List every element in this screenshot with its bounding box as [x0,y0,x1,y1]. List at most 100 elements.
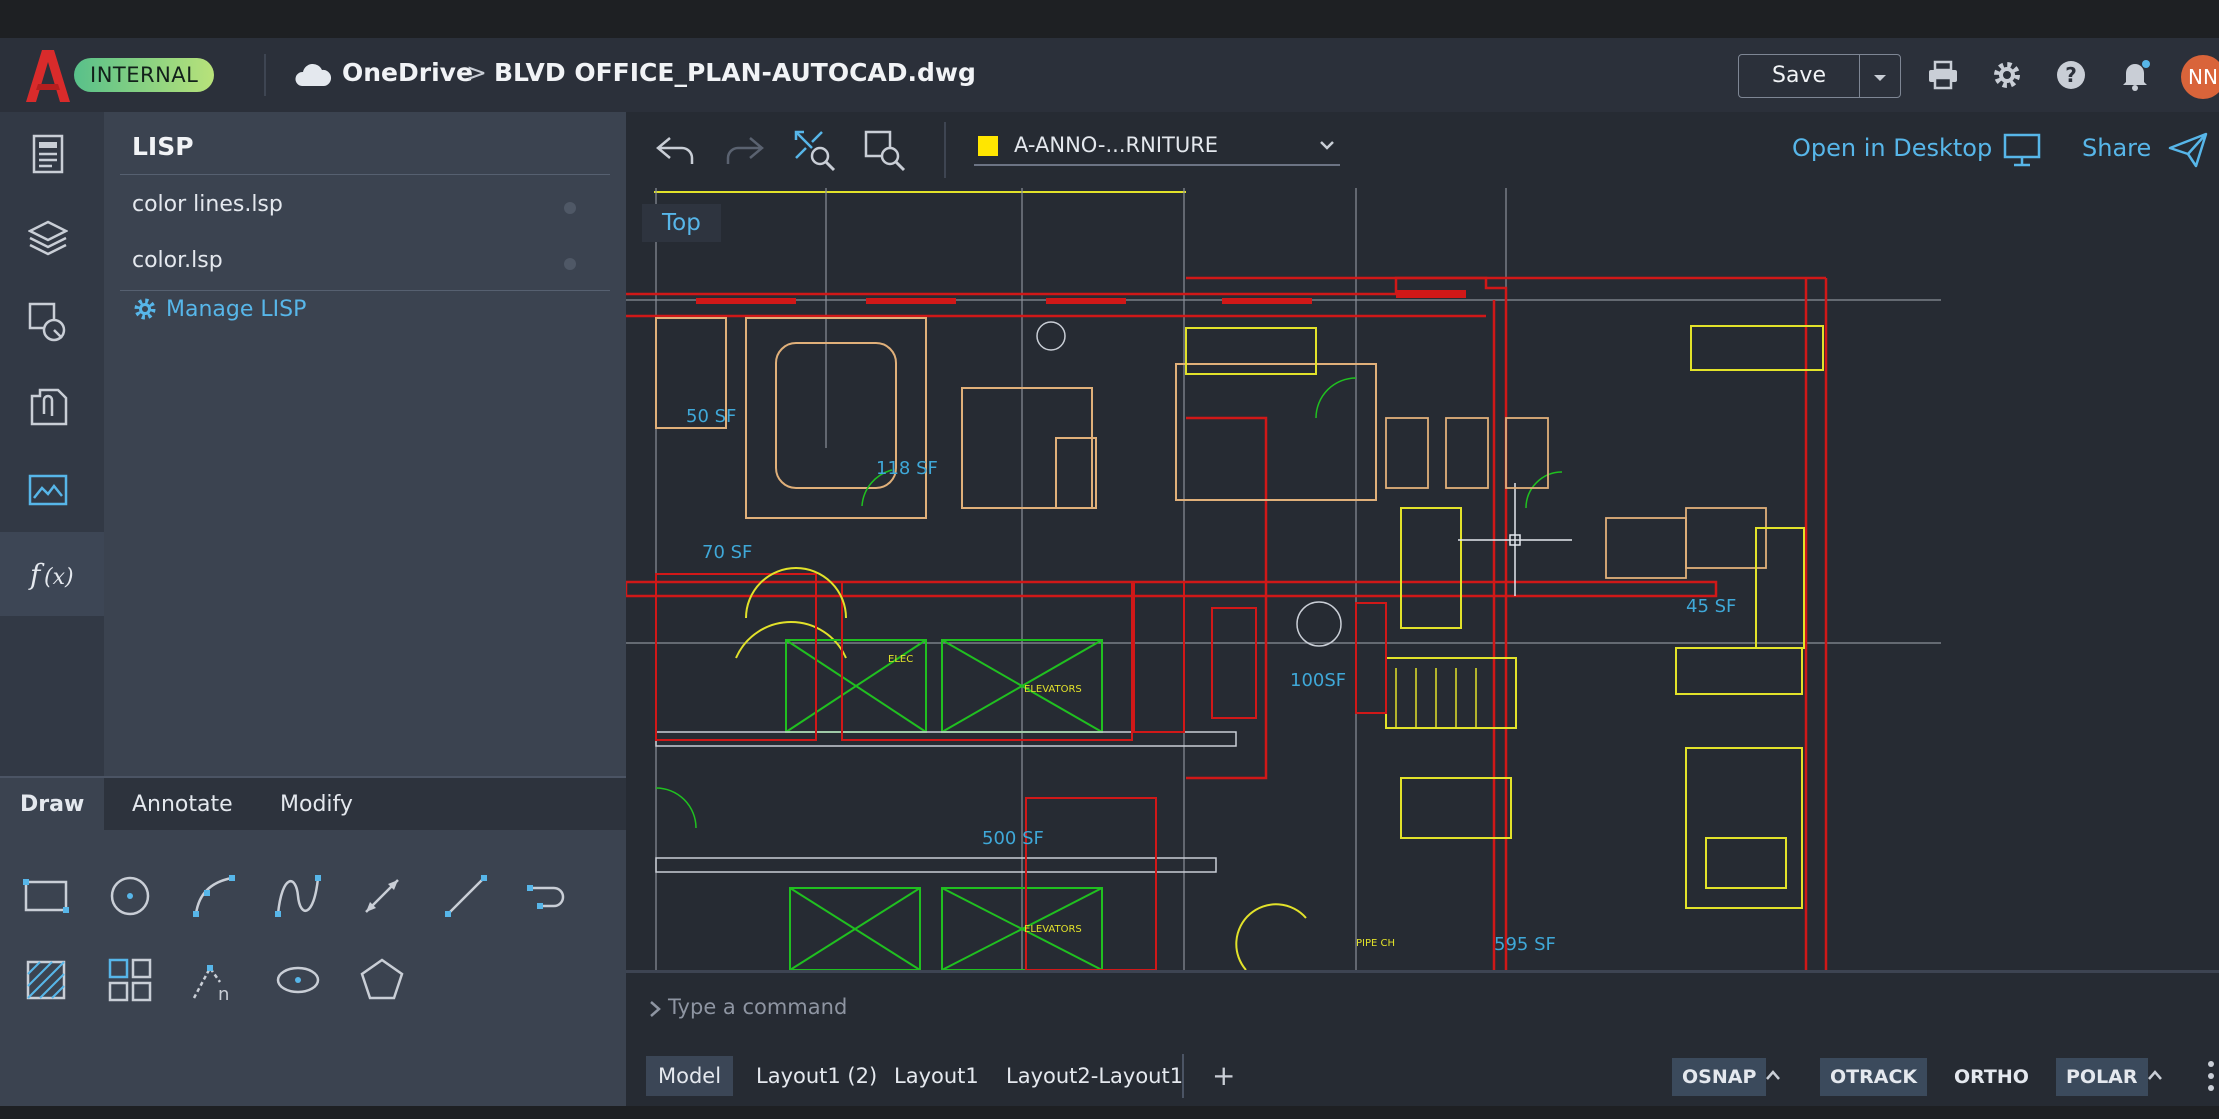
chevron-up-icon[interactable] [1764,1068,1782,1082]
undo-icon[interactable] [654,128,698,172]
otrack-toggle[interactable]: OTRACK [1820,1058,1928,1096]
manage-lisp-label: Manage LISP [166,296,307,322]
zoom-window-icon[interactable] [862,128,906,172]
rail-properties[interactable] [0,112,104,196]
rail-lisp[interactable]: f (x) [0,532,104,616]
share-label: Share [2082,134,2152,162]
polygon-icon[interactable] [356,954,408,1006]
lisp-panel: LISP color lines.lsp color.lsp Manage LI… [104,112,626,776]
lisp-file-item[interactable]: color.lsp [132,248,223,273]
tab-divider [1182,1054,1184,1098]
manage-lisp-link[interactable]: Manage LISP [132,296,306,322]
drawing-canvas[interactable]: 50 SF 118 SF 70 SF 45 SF 100SF 500 SF 59… [626,188,2219,970]
more-options-icon[interactable] [2206,1056,2216,1096]
monitor-icon[interactable] [2002,132,2042,168]
window-top-strip [0,0,2219,38]
room-label: 70 SF [702,542,752,563]
circle-icon[interactable] [104,870,156,922]
polyline-icon[interactable] [524,870,576,922]
arc-icon[interactable] [188,870,240,922]
lisp-status-dot [564,202,576,214]
status-bar: Model Layout1 (2) Layout1 Layout2-Layout… [626,1042,2219,1106]
lisp-file-item[interactable]: color lines.lsp [132,192,283,217]
ellipse-icon[interactable] [272,954,324,1006]
tab-modify[interactable]: Modify [280,792,353,817]
polar-toggle[interactable]: POLAR [2056,1058,2148,1096]
chevron-down-icon [1874,75,1886,81]
autocad-logo[interactable] [24,48,70,104]
gear-icon[interactable] [1990,58,2024,92]
small-label: ELEVATORS [1024,684,1082,695]
user-avatar[interactable]: NN [2181,55,2219,99]
draw-tabs-bar: Draw Annotate Modify [0,776,626,832]
tab-layout1[interactable]: Layout1 [894,1064,979,1088]
header-divider [264,54,266,96]
app-header: INTERNAL OneDrive > BLVD OFFICE_PLAN-AUT… [0,38,2219,112]
command-line[interactable]: Type a command [626,970,2219,1045]
file-name: BLVD OFFICE_PLAN-AUTOCAD.dwg [494,58,976,87]
lisp-divider [120,290,610,291]
floor-plan[interactable]: 50 SF 118 SF 70 SF 45 SF 100SF 500 SF 59… [626,188,2219,970]
image-icon [28,474,68,506]
lisp-divider [120,174,610,175]
tab-draw[interactable]: Draw [0,778,105,832]
array-icon[interactable] [104,954,156,1006]
tab-layout2-layout1[interactable]: Layout2-Layout1 [1006,1064,1184,1088]
room-label: 118 SF [876,458,938,479]
save-button[interactable]: Save [1739,55,1860,97]
lisp-status-dot [564,258,576,270]
cloud-icon [295,63,332,86]
svg-text:(x): (x) [44,565,74,590]
rail-xrefs[interactable] [0,364,104,448]
spline-icon[interactable] [272,870,324,922]
function-icon: f (x) [28,558,74,591]
zoom-extents-icon[interactable] [792,128,836,172]
svg-text:n: n [218,984,229,1005]
svg-text:?: ? [2065,63,2077,87]
tab-model[interactable]: Model [646,1056,734,1096]
rectangle-icon[interactable] [20,870,72,922]
layer-color-swatch [978,136,998,156]
dimension-icon[interactable] [356,870,408,922]
ortho-toggle[interactable]: ORTHO [1954,1066,2029,1088]
osnap-toggle[interactable]: OSNAP [1672,1058,1767,1096]
open-in-desktop-label: Open in Desktop [1792,134,1993,162]
help-icon[interactable]: ? [2054,58,2088,92]
save-button-group: Save [1738,54,1901,98]
rail-blocks[interactable] [0,280,104,364]
breadcrumb-onedrive[interactable]: OneDrive [342,58,473,87]
chevron-up-icon[interactable] [2146,1068,2164,1082]
room-label: 45 SF [1686,596,1736,617]
layer-dropdown[interactable]: A-ANNO-...RNITURE [974,128,1340,166]
view-label-top[interactable]: Top [642,204,721,242]
add-layout-button[interactable]: + [1212,1059,1236,1092]
left-tool-rail: f (x) [0,112,104,776]
room-label: 595 SF [1494,934,1556,955]
command-input[interactable]: Type a command [668,995,848,1019]
rail-layers[interactable] [0,196,104,280]
lisp-panel-title: LISP [132,132,194,161]
rail-images[interactable] [0,448,104,532]
chevron-down-icon [1320,141,1334,150]
print-icon[interactable] [1926,58,1960,92]
properties-icon [32,134,64,174]
fit-spline-icon[interactable]: n [188,954,240,1006]
draw-tool-panel: n [0,830,626,1119]
gear-icon [134,298,156,320]
tab-annotate[interactable]: Annotate [132,792,233,817]
save-dropdown-button[interactable] [1860,55,1900,97]
tab-layout1-2[interactable]: Layout1 (2) [756,1064,878,1088]
share-icon[interactable] [2166,128,2210,172]
line-icon[interactable] [440,870,492,922]
open-in-desktop-button[interactable]: Open in Desktop [1792,134,1992,162]
window-bottom-strip [0,1106,2219,1119]
share-button[interactable]: Share [2082,134,2151,162]
toolbar-divider [944,122,946,178]
hatch-icon[interactable] [20,954,72,1006]
small-label: PIPE CH [1356,938,1395,949]
room-label: 100SF [1290,670,1346,691]
bell-icon[interactable] [2118,58,2152,92]
room-label: 50 SF [686,406,736,427]
internal-badge: INTERNAL [74,58,215,92]
redo-icon[interactable] [722,128,766,172]
